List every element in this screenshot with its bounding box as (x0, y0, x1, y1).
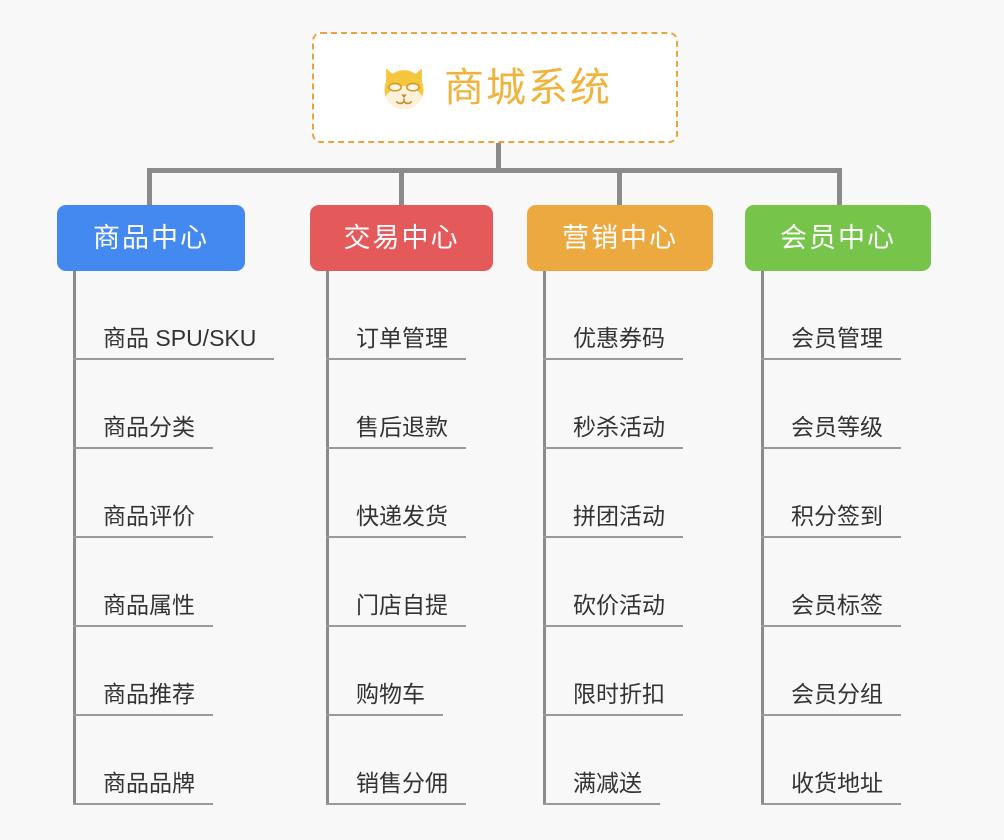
leaf-item-label: 满减送 (543, 770, 660, 805)
branch-column-marketing-center: 营销中心 优惠券码 秒杀活动 拼团活动 砍价活动 限时折扣 满减送 (527, 205, 713, 805)
leaf-item[interactable]: 会员标签 (745, 538, 931, 627)
connector-root-vertical (496, 143, 501, 171)
leaf-list-trade-center: 订单管理 售后退款 快递发货 门店自提 购物车 销售分佣 (310, 271, 493, 805)
leaf-item[interactable]: 会员管理 (745, 271, 931, 360)
leaf-item[interactable]: 商品推荐 (57, 627, 245, 716)
leaf-item[interactable]: 优惠券码 (527, 271, 713, 360)
leaf-item[interactable]: 拼团活动 (527, 449, 713, 538)
leaf-item[interactable]: 收货地址 (745, 716, 931, 805)
leaf-item[interactable]: 商品品牌 (57, 716, 245, 805)
leaf-item-label: 商品推荐 (73, 681, 213, 716)
connector-horizontal-bus (147, 168, 842, 173)
leaf-item-label: 销售分佣 (326, 770, 466, 805)
leaf-item-label: 限时折扣 (543, 681, 683, 716)
root-node-shop-system[interactable]: 商城系统 (312, 32, 678, 143)
leaf-item[interactable]: 商品分类 (57, 360, 245, 449)
leaf-item-label: 订单管理 (326, 325, 466, 360)
branch-header-trade-center[interactable]: 交易中心 (310, 205, 493, 271)
leaf-item-label: 商品评价 (73, 503, 213, 538)
shiba-dog-face-icon (384, 68, 424, 112)
leaf-item[interactable]: 销售分佣 (310, 716, 493, 805)
leaf-item[interactable]: 商品评价 (57, 449, 245, 538)
leaf-item-label: 商品属性 (73, 592, 213, 627)
leaf-list-product-center: 商品 SPU/SKU 商品分类 商品评价 商品属性 商品推荐 商品品牌 (57, 271, 275, 805)
leaf-item-label: 会员管理 (761, 325, 901, 360)
leaf-item-label: 秒杀活动 (543, 414, 683, 449)
leaf-item-label: 砍价活动 (543, 592, 683, 627)
leaf-list-marketing-center: 优惠券码 秒杀活动 拼团活动 砍价活动 限时折扣 满减送 (527, 271, 713, 805)
leaf-item-label: 商品品牌 (73, 770, 213, 805)
leaf-item-label: 售后退款 (326, 414, 466, 449)
connector-drop-marketing-center (617, 168, 622, 205)
leaf-item[interactable]: 会员分组 (745, 627, 931, 716)
leaf-item-label: 收货地址 (761, 770, 901, 805)
root-node-title: 商城系统 (444, 65, 612, 110)
leaf-item-label: 会员等级 (761, 414, 901, 449)
leaf-list-member-center: 会员管理 会员等级 积分签到 会员标签 会员分组 收货地址 (745, 271, 931, 805)
branch-header-label: 商品中心 (93, 222, 209, 253)
branch-body-member-center: 会员管理 会员等级 积分签到 会员标签 会员分组 收货地址 (745, 271, 931, 805)
leaf-item[interactable]: 门店自提 (310, 538, 493, 627)
leaf-item-label: 快递发货 (326, 503, 466, 538)
branch-body-trade-center: 订单管理 售后退款 快递发货 门店自提 购物车 销售分佣 (310, 271, 493, 805)
branch-column-product-center: 商品中心 商品 SPU/SKU 商品分类 商品评价 商品属性 商品推荐 商品品牌 (57, 205, 275, 805)
leaf-item[interactable]: 订单管理 (310, 271, 493, 360)
leaf-item[interactable]: 商品属性 (57, 538, 245, 627)
connector-drop-member-center (837, 168, 842, 205)
leaf-item[interactable]: 购物车 (310, 627, 493, 716)
leaf-item[interactable]: 砍价活动 (527, 538, 713, 627)
leaf-item-label: 会员分组 (761, 681, 901, 716)
leaf-item[interactable]: 积分签到 (745, 449, 931, 538)
branch-header-marketing-center[interactable]: 营销中心 (527, 205, 713, 271)
leaf-item-label: 商品 SPU/SKU (73, 325, 275, 360)
branch-header-label: 交易中心 (343, 222, 460, 253)
branch-header-member-center[interactable]: 会员中心 (745, 205, 931, 271)
leaf-item-label: 拼团活动 (543, 503, 683, 538)
leaf-item-label: 门店自提 (326, 592, 466, 627)
connector-drop-trade-center (399, 168, 404, 205)
branch-header-label: 会员中心 (780, 222, 896, 253)
branch-header-product-center[interactable]: 商品中心 (57, 205, 245, 271)
leaf-item[interactable]: 快递发货 (310, 449, 493, 538)
branch-body-marketing-center: 优惠券码 秒杀活动 拼团活动 砍价活动 限时折扣 满减送 (527, 271, 713, 805)
connector-drop-product-center (147, 168, 152, 205)
leaf-item-label: 优惠券码 (543, 325, 683, 360)
leaf-item-label: 商品分类 (73, 414, 213, 449)
leaf-item[interactable]: 限时折扣 (527, 627, 713, 716)
leaf-item[interactable]: 商品 SPU/SKU (57, 271, 275, 360)
branch-column-trade-center: 交易中心 订单管理 售后退款 快递发货 门店自提 购物车 销售分佣 (310, 205, 493, 805)
branch-body-product-center: 商品 SPU/SKU 商品分类 商品评价 商品属性 商品推荐 商品品牌 (57, 271, 275, 805)
leaf-item[interactable]: 售后退款 (310, 360, 493, 449)
leaf-item[interactable]: 秒杀活动 (527, 360, 713, 449)
leaf-item[interactable]: 会员等级 (745, 360, 931, 449)
leaf-item-label: 会员标签 (761, 592, 901, 627)
leaf-item-label: 购物车 (326, 681, 443, 716)
branch-column-member-center: 会员中心 会员管理 会员等级 积分签到 会员标签 会员分组 收货地址 (745, 205, 931, 805)
leaf-item-label: 积分签到 (761, 503, 901, 538)
leaf-item[interactable]: 满减送 (527, 716, 713, 805)
branch-header-label: 营销中心 (562, 222, 678, 253)
